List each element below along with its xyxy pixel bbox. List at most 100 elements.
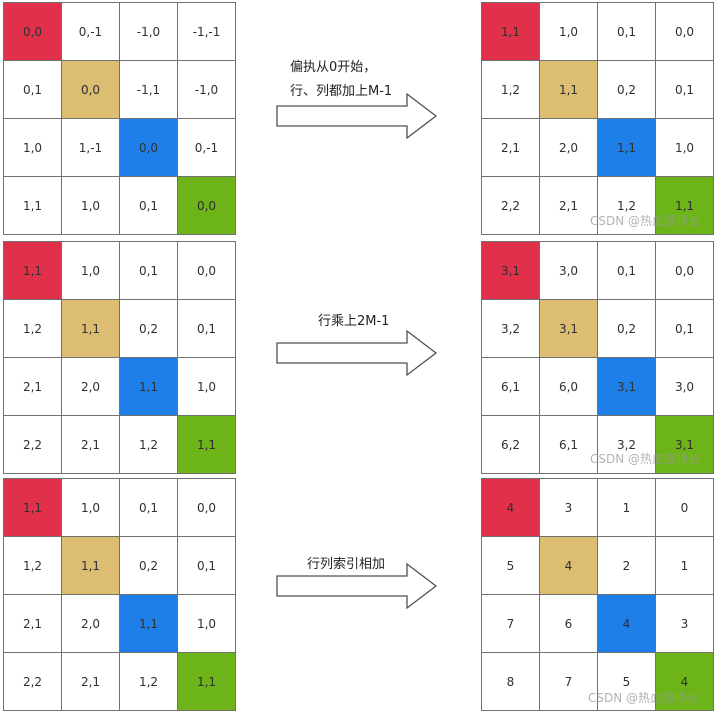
grid-cell: 0,1 xyxy=(177,536,236,595)
caption-line: 行、列都加上M-1 xyxy=(290,84,393,99)
grid-cell: 0,1 xyxy=(655,299,714,358)
grid-cell: 0,1 xyxy=(655,60,714,119)
grid-cell: 0,2 xyxy=(119,536,178,595)
caption-line: 偏执从0开始， xyxy=(290,60,377,75)
grid-cell: 2,1 xyxy=(3,594,62,653)
grid-cell: 2,0 xyxy=(61,594,120,653)
grid-cell: 1,0 xyxy=(539,2,598,61)
grid-cell: 3,1 xyxy=(539,299,598,358)
grid-cell: 4 xyxy=(481,478,540,537)
grid-cell: 2,2 xyxy=(481,176,540,235)
grid-cell: 0,1 xyxy=(3,60,62,119)
grid-cell: 6,1 xyxy=(481,357,540,416)
grid-cell: 4 xyxy=(655,652,714,711)
grid-cell: 1 xyxy=(597,478,656,537)
grid-cell: 1,0 xyxy=(61,176,120,235)
grid-cell: 2,1 xyxy=(61,652,120,711)
grid-cell: -1,0 xyxy=(119,2,178,61)
grid-cell: 6,2 xyxy=(481,415,540,474)
grid-cell: 0,-1 xyxy=(61,2,120,61)
grid-cell: 1,1 xyxy=(3,176,62,235)
grid-cell: 3,1 xyxy=(597,357,656,416)
grid-cell: 1,0 xyxy=(61,241,120,300)
watermark: CSDN @热血厨师长 xyxy=(590,214,701,228)
grid-cell: 6,0 xyxy=(539,357,598,416)
grid-cell: 2,1 xyxy=(3,357,62,416)
grid-cell: 0,2 xyxy=(597,299,656,358)
grid-cell: 0,1 xyxy=(597,241,656,300)
grid-cell: -1,1 xyxy=(119,60,178,119)
grid-cell: 0,0 xyxy=(655,241,714,300)
grid-cell: 1,1 xyxy=(539,60,598,119)
grid-cell: -1,-1 xyxy=(177,2,236,61)
grid-cell: 1,0 xyxy=(177,594,236,653)
grid-cell: -1,0 xyxy=(177,60,236,119)
watermark: CSDN @热血厨师长 xyxy=(588,691,699,705)
grid-cell: 3,0 xyxy=(539,241,598,300)
grid-cell: 0 xyxy=(655,478,714,537)
grid-cell: 1,0 xyxy=(61,478,120,537)
caption-line: 行列索引相加 xyxy=(307,557,386,572)
grid-cell: 0,1 xyxy=(119,241,178,300)
grid-cell: 6 xyxy=(539,594,598,653)
grid-cell: 1,1 xyxy=(481,2,540,61)
grid-cell: 1,2 xyxy=(119,652,178,711)
grid-cell: 1,1 xyxy=(597,118,656,177)
grid-cell: 2 xyxy=(597,536,656,595)
grid-cell: 2,1 xyxy=(61,415,120,474)
grid-cell: 1,2 xyxy=(3,536,62,595)
grid-cell: 0,0 xyxy=(3,2,62,61)
grid-cell: 4 xyxy=(597,594,656,653)
grid-cell: 1,1 xyxy=(177,415,236,474)
grid-cell: 0,1 xyxy=(177,299,236,358)
grid-cell: 0,0 xyxy=(61,60,120,119)
grid-cell: 1,2 xyxy=(3,299,62,358)
grid-cell: 2,0 xyxy=(61,357,120,416)
grid-cell: 1,1 xyxy=(119,357,178,416)
grid-cell: 0,0 xyxy=(177,241,236,300)
grid-cell: 1,1 xyxy=(3,241,62,300)
grid-cell: 2,0 xyxy=(539,118,598,177)
grid-cell: 1,1 xyxy=(119,594,178,653)
grid-cell: 0,0 xyxy=(655,2,714,61)
transform-caption: 行列索引相加 xyxy=(307,553,385,577)
grid-cell: 2,2 xyxy=(3,652,62,711)
grid-cell: 0,1 xyxy=(597,2,656,61)
grid-cell: 3,0 xyxy=(655,357,714,416)
grid-cell: 5 xyxy=(481,536,540,595)
grid-cell: 1,1 xyxy=(3,478,62,537)
grid-cell: 3,1 xyxy=(655,415,714,474)
grid-cell: 1,1 xyxy=(61,299,120,358)
grid-cell: 1,2 xyxy=(597,176,656,235)
grid-cell: 3,1 xyxy=(481,241,540,300)
grid-cell: 0,0 xyxy=(177,176,236,235)
grid-cell: 2,2 xyxy=(3,415,62,474)
grid-cell: 0,2 xyxy=(597,60,656,119)
grid-cell: 1,0 xyxy=(3,118,62,177)
transform-caption: 偏执从0开始， 行、列都加上M-1 xyxy=(290,56,392,104)
grid-cell: 1,0 xyxy=(177,357,236,416)
right-arrow-icon xyxy=(276,562,438,610)
grid-cell: 1,-1 xyxy=(61,118,120,177)
caption-line: 行乘上2M-1 xyxy=(318,314,390,329)
grid-cell: 0,2 xyxy=(119,299,178,358)
grid-cell: 1,0 xyxy=(655,118,714,177)
transform-caption: 行乘上2M-1 xyxy=(318,310,389,334)
grid-cell: 1,1 xyxy=(655,176,714,235)
grid-cell: 5 xyxy=(597,652,656,711)
grid-cell: 3 xyxy=(655,594,714,653)
grid-cell: 0,1 xyxy=(119,478,178,537)
grid-cell: 4 xyxy=(539,536,598,595)
grid-cell: 3 xyxy=(539,478,598,537)
grid-cell: 1 xyxy=(655,536,714,595)
right-arrow-icon xyxy=(276,92,438,140)
grid-cell: 1,2 xyxy=(481,60,540,119)
grid-cell: 1,1 xyxy=(61,536,120,595)
watermark: CSDN @热血厨师长 xyxy=(590,452,701,466)
